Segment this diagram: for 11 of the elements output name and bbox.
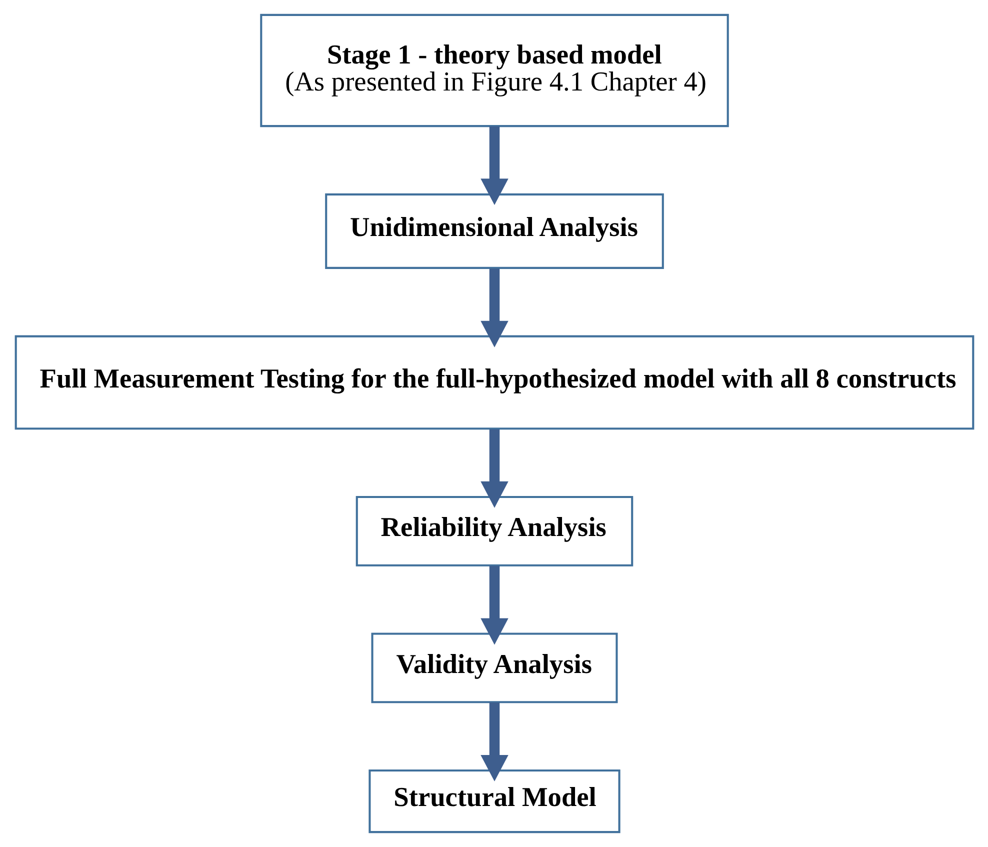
arrow	[480, 702, 508, 782]
node-box: Full Measurement Testing for the full-hypothesized model with all 8 constructs	[14, 335, 974, 430]
node-box: Structural Model	[368, 770, 620, 834]
arrow	[480, 268, 508, 348]
node-box: Reliability Analysis	[355, 496, 633, 566]
node-box: Validity Analysis	[370, 632, 618, 704]
arrow	[480, 429, 508, 508]
node-box: Stage 1 - theory based model (As presented in Figure 4.1 Chapter 4)	[260, 14, 728, 128]
node-box: Unidimensional Analysis	[324, 193, 664, 269]
arrow	[480, 566, 508, 645]
arrow	[480, 126, 508, 206]
